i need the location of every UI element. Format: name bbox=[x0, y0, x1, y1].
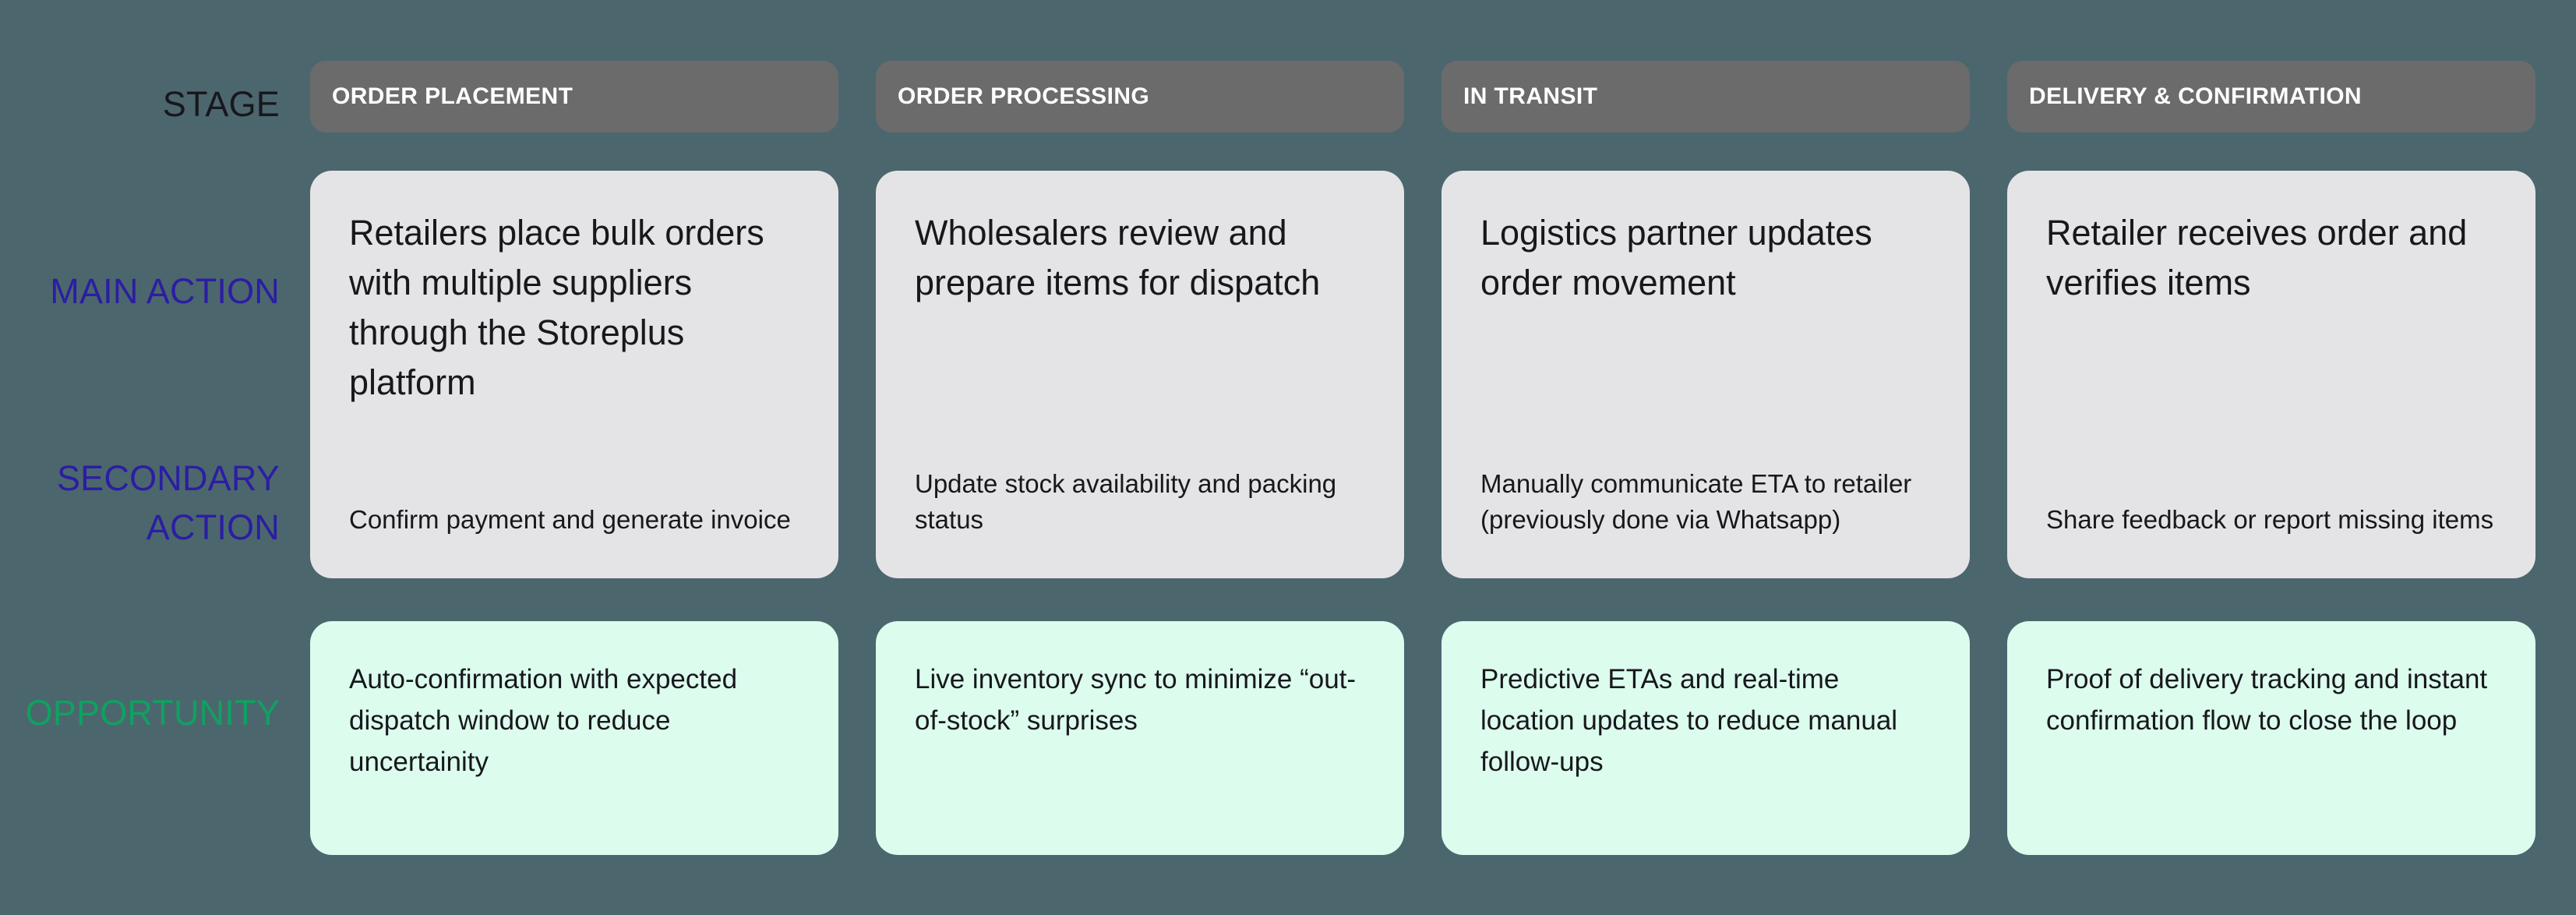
opportunity-text: Live inventory sync to minimize “out-of-… bbox=[915, 664, 1357, 736]
opportunity-card: Auto-confirmation with expected dispatch… bbox=[310, 621, 838, 855]
opportunity-text: Auto-confirmation with expected dispatch… bbox=[349, 664, 738, 777]
row-label-stage: STAGE bbox=[162, 84, 280, 124]
row-label-secondary-action: SECONDARY ACTION bbox=[56, 458, 280, 547]
stage-pill-label: DELIVERY & CONFIRMATION bbox=[2029, 83, 2362, 109]
stage-pill-label: IN TRANSIT bbox=[1463, 83, 1598, 109]
opportunity-card: Predictive ETAs and real-time location u… bbox=[1442, 621, 1970, 855]
stage-pill-label: ORDER PLACEMENT bbox=[332, 83, 573, 109]
row-label-column: STAGE MAIN ACTION SECONDARY ACTION OPPOR… bbox=[0, 0, 280, 915]
opportunity-card: Live inventory sync to minimize “out-of-… bbox=[876, 621, 1404, 855]
secondary-action-text: Update stock availability and packing st… bbox=[915, 469, 1337, 534]
main-action-card: Wholesalers review and prepare items for… bbox=[876, 171, 1404, 578]
row-label-main-action: MAIN ACTION bbox=[50, 271, 280, 311]
stage-pill: ORDER PROCESSING bbox=[876, 61, 1404, 132]
stage-pill-label: ORDER PROCESSING bbox=[898, 83, 1150, 109]
stage-pill: DELIVERY & CONFIRMATION bbox=[2007, 61, 2535, 132]
stage-column-order-processing: ORDER PROCESSING Wholesalers review and … bbox=[876, 0, 1404, 915]
stage-column-delivery-confirmation: DELIVERY & CONFIRMATION Retailer receive… bbox=[2007, 0, 2535, 915]
main-action-card: Retailer receives order and verifies ite… bbox=[2007, 171, 2535, 578]
main-action-text: Logistics partner updates order movement bbox=[1480, 213, 1872, 302]
stage-pill: ORDER PLACEMENT bbox=[310, 61, 838, 132]
main-action-text: Retailers place bulk orders with multipl… bbox=[349, 213, 764, 402]
stage-column-order-placement: ORDER PLACEMENT Retailers place bulk ord… bbox=[310, 0, 838, 915]
main-action-text: Retailer receives order and verifies ite… bbox=[2046, 213, 2468, 302]
opportunity-text: Proof of delivery tracking and instant c… bbox=[2046, 664, 2488, 736]
opportunity-text: Predictive ETAs and real-time location u… bbox=[1480, 664, 1898, 777]
secondary-action-text: Manually communicate ETA to retailer (pr… bbox=[1480, 469, 1912, 534]
stage-column-in-transit: IN TRANSIT Logistics partner updates ord… bbox=[1442, 0, 1970, 915]
secondary-action-text: Share feedback or report missing items bbox=[2046, 505, 2494, 534]
main-action-card: Retailers place bulk orders with multipl… bbox=[310, 171, 838, 578]
main-action-card: Logistics partner updates order movement… bbox=[1442, 171, 1970, 578]
secondary-action-text: Confirm payment and generate invoice bbox=[349, 505, 791, 534]
opportunity-card: Proof of delivery tracking and instant c… bbox=[2007, 621, 2535, 855]
main-action-text: Wholesalers review and prepare items for… bbox=[915, 213, 1321, 302]
stage-pill: IN TRANSIT bbox=[1442, 61, 1970, 132]
row-label-opportunity: OPPORTUNITY bbox=[25, 693, 280, 733]
